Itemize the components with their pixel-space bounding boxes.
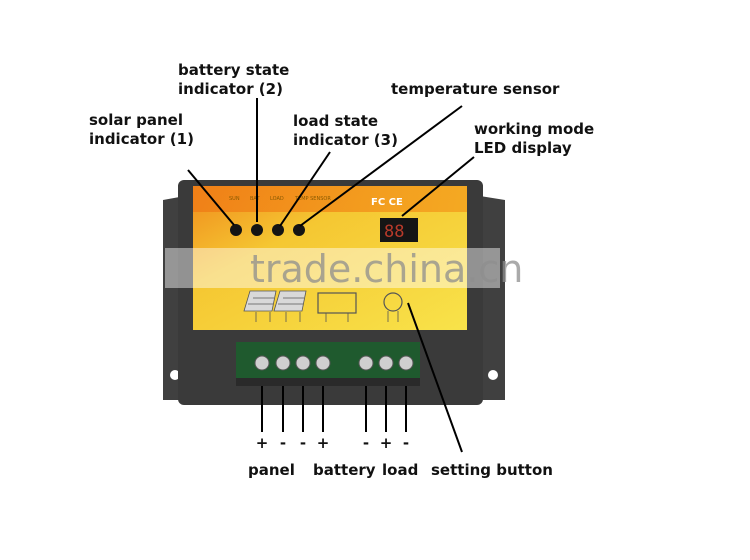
leader-solar [187,169,235,226]
label-panel: panel [248,461,295,479]
watermark-band [165,248,500,288]
callout-temperature-sensor: temperature sensor [391,80,559,99]
callout-line: LED display [474,139,572,157]
terminal-sign: + [316,434,330,452]
callout-line: solar panel [89,111,183,129]
cert-marks: FC CE [371,197,403,208]
right-bracket [480,196,505,400]
callout-line: battery state [178,61,290,79]
terminal-sign: - [362,434,370,452]
terminal-screw [358,355,374,371]
solar-led [230,224,242,236]
watermark: trade.china.cn [250,247,523,291]
right-screw-hole [488,370,498,380]
leader-load [279,151,331,227]
leader-lines [187,98,475,453]
indicator-label-sun: SUN [229,196,240,202]
battery-icon [317,292,357,314]
indicator-label-bat: BAT [250,196,260,202]
bulb-icon [383,292,403,312]
callout-battery-state: battery state indicator (2) [178,61,289,99]
battery-led [251,224,263,236]
terminal-screw [254,355,270,371]
led-display-digits: 88 [384,222,404,242]
callout-line: indicator (2) [178,80,283,98]
callout-load-state: load state indicator (3) [293,112,398,150]
label-load: load [382,461,419,479]
led-display [380,218,418,242]
terminal-sign: - [402,434,410,452]
callout-line: indicator (1) [89,130,194,148]
terminal-screw [398,355,414,371]
label-battery: battery [313,461,376,479]
leader-setting [407,302,463,453]
load-led [272,224,284,236]
bulb-icon-leads [387,311,399,322]
leader-display [401,156,475,217]
label-setting-button: setting button [431,461,553,479]
left-screw-hole [170,370,180,380]
terminal-sign: - [279,434,287,452]
callout-working-mode: working mode LED display [474,120,594,158]
callout-line: working mode [474,120,595,138]
terminal-screw [275,355,291,371]
callout-line: temperature sensor [391,80,560,98]
indicator-label-load: LOAD [270,196,284,202]
terminal-sign: - [299,434,307,452]
terminal-sign: + [379,434,393,452]
indicator-label-temp: TEMP SENSOR [294,196,331,202]
battery-icon-leads [325,313,349,322]
terminal-screw [378,355,394,371]
terminal-base [236,378,420,386]
callout-solar-panel: solar panel indicator (1) [89,111,194,149]
terminal-screw [315,355,331,371]
solar-panel-icon [243,290,307,312]
temp-sensor [293,224,305,236]
terminal-screws [254,355,414,371]
terminal-screw [295,355,311,371]
leader-temp [299,105,463,227]
callout-line: load state [293,112,379,130]
terminal-wires [261,386,407,432]
callout-line: indicator (3) [293,131,398,149]
solar-icon-leads [255,312,301,322]
terminal-sign: + [255,434,269,452]
